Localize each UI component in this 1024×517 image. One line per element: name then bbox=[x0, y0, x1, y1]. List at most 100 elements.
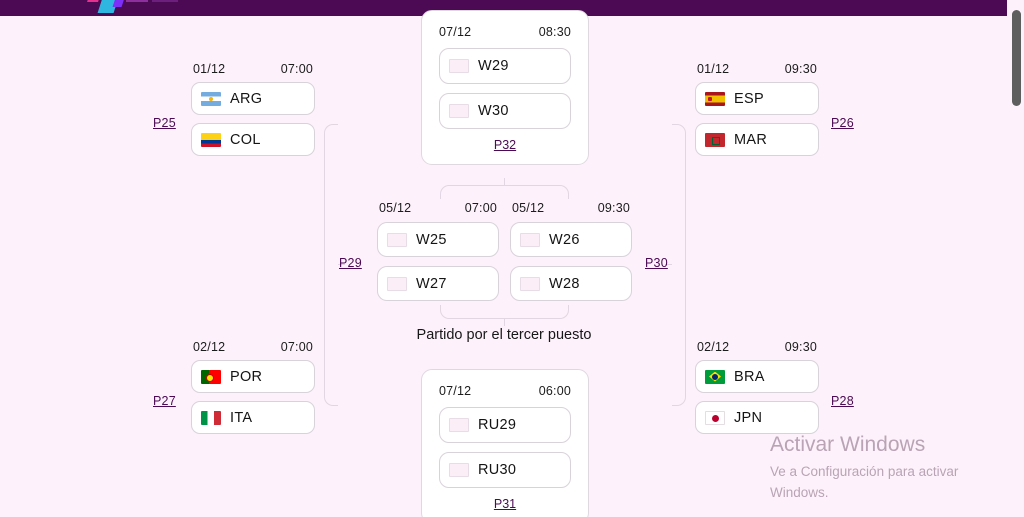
team-code: W27 bbox=[416, 275, 447, 292]
connector-thirdplace-stub bbox=[504, 318, 506, 326]
match-date: 05/12 bbox=[379, 201, 412, 215]
team-code: ESP bbox=[734, 90, 764, 107]
match-time: 09:30 bbox=[784, 340, 817, 354]
team-code: BRA bbox=[734, 368, 765, 385]
match-time: 07:00 bbox=[280, 340, 313, 354]
match-date: 05/12 bbox=[512, 201, 545, 215]
flag-brazil-icon bbox=[705, 369, 725, 384]
match-link-p30[interactable]: P30 bbox=[645, 256, 668, 270]
team-row[interactable]: COL bbox=[191, 123, 315, 156]
match-link-p29[interactable]: P29 bbox=[339, 256, 362, 270]
team-code: W25 bbox=[416, 231, 447, 248]
team-row[interactable]: RU30 bbox=[439, 452, 571, 488]
team-code: ARG bbox=[230, 90, 263, 107]
team-row[interactable]: W30 bbox=[439, 93, 571, 129]
match-time: 07:00 bbox=[280, 62, 313, 76]
third-place-title: Partido por el tercer puesto bbox=[416, 327, 592, 343]
team-row[interactable]: W26 bbox=[510, 222, 632, 257]
match-date: 02/12 bbox=[193, 340, 226, 354]
match-link-p32[interactable]: P32 bbox=[493, 138, 517, 152]
team-code: MAR bbox=[734, 131, 768, 148]
team-code: W28 bbox=[549, 275, 580, 292]
windows-watermark-title: Activar Windows bbox=[770, 433, 926, 456]
match-date: 01/12 bbox=[697, 62, 730, 76]
match-time: 09:30 bbox=[784, 62, 817, 76]
match-meta: 02/12 07:00 bbox=[191, 340, 315, 354]
flag-japan-icon bbox=[705, 410, 725, 425]
connector-left-stub bbox=[338, 264, 345, 266]
match-time: 08:30 bbox=[538, 25, 571, 39]
connector-right-bracket bbox=[672, 124, 686, 406]
flag-italy-icon bbox=[201, 410, 221, 425]
match-card-third-place[interactable]: 07/12 06:00 RU29 RU30 P31 bbox=[421, 369, 589, 517]
match-time: 06:00 bbox=[538, 384, 571, 398]
team-row[interactable]: JPN bbox=[695, 401, 819, 434]
team-row[interactable]: W27 bbox=[377, 266, 499, 301]
match-card-qf-right-bottom[interactable]: 02/12 09:30 BRA JPN bbox=[695, 340, 819, 434]
team-code: RU30 bbox=[478, 462, 517, 478]
team-row[interactable]: BRA bbox=[695, 360, 819, 393]
match-card-qf-left-top[interactable]: 01/12 07:00 ARG COL bbox=[191, 62, 315, 156]
match-link-p31[interactable]: P31 bbox=[493, 497, 517, 511]
connector-final-stub bbox=[504, 178, 506, 186]
match-link-p26[interactable]: P26 bbox=[831, 116, 854, 130]
flag-placeholder-icon bbox=[387, 276, 407, 291]
match-card-qf-left-bottom[interactable]: 02/12 07:00 POR ITA bbox=[191, 340, 315, 434]
team-row[interactable]: W29 bbox=[439, 48, 571, 84]
flag-portugal-icon bbox=[201, 369, 221, 384]
connector-semifinals-to-thirdplace bbox=[440, 305, 569, 319]
flag-spain-icon bbox=[705, 91, 725, 106]
match-date: 07/12 bbox=[439, 384, 472, 398]
flag-morocco-icon bbox=[705, 132, 725, 147]
team-code: COL bbox=[230, 131, 261, 148]
match-meta: 05/12 09:30 bbox=[510, 201, 632, 215]
flag-placeholder-icon bbox=[520, 232, 540, 247]
match-link-p28[interactable]: P28 bbox=[831, 394, 854, 408]
match-date: 01/12 bbox=[193, 62, 226, 76]
match-meta: 07/12 06:00 bbox=[439, 384, 571, 398]
match-meta: 05/12 07:00 bbox=[377, 201, 499, 215]
team-row[interactable]: POR bbox=[191, 360, 315, 393]
match-date: 02/12 bbox=[697, 340, 730, 354]
team-row[interactable]: MAR bbox=[695, 123, 819, 156]
team-row[interactable]: ITA bbox=[191, 401, 315, 434]
team-row[interactable]: ESP bbox=[695, 82, 819, 115]
team-code: W30 bbox=[478, 103, 509, 119]
team-code: W29 bbox=[478, 58, 509, 74]
connector-left-bracket bbox=[324, 124, 338, 406]
match-link-p27[interactable]: P27 bbox=[153, 394, 176, 408]
match-time: 09:30 bbox=[597, 201, 630, 215]
team-row[interactable]: W28 bbox=[510, 266, 632, 301]
match-card-sf-right[interactable]: 05/12 09:30 W26 W28 bbox=[510, 201, 632, 310]
match-link-p25[interactable]: P25 bbox=[153, 116, 176, 130]
page-scrollbar[interactable] bbox=[1007, 0, 1024, 517]
flag-colombia-icon bbox=[201, 132, 221, 147]
match-card-sf-left[interactable]: 05/12 07:00 W25 W27 bbox=[377, 201, 499, 310]
match-meta: 01/12 09:30 bbox=[695, 62, 819, 76]
team-code: ITA bbox=[230, 409, 253, 426]
flag-placeholder-icon bbox=[520, 276, 540, 291]
logo-shape-purple bbox=[112, 0, 125, 7]
team-code: POR bbox=[230, 368, 263, 385]
team-row[interactable]: W25 bbox=[377, 222, 499, 257]
match-card-qf-right-top[interactable]: 01/12 09:30 ESP MAR bbox=[695, 62, 819, 156]
match-meta: 01/12 07:00 bbox=[191, 62, 315, 76]
team-code: JPN bbox=[734, 409, 763, 426]
connector-semifinals-to-final bbox=[440, 185, 569, 199]
connector-right-stub bbox=[665, 264, 672, 266]
match-card-final[interactable]: 07/12 08:30 W29 W30 P32 bbox=[421, 10, 589, 165]
match-time: 07:00 bbox=[464, 201, 497, 215]
scrollbar-thumb[interactable] bbox=[1012, 10, 1021, 106]
flag-placeholder-icon bbox=[449, 463, 469, 477]
team-code: RU29 bbox=[478, 417, 517, 433]
logo-wordmark-part2 bbox=[152, 0, 178, 2]
flag-placeholder-icon bbox=[387, 232, 407, 247]
top-header-bar bbox=[0, 0, 1007, 16]
site-logo-icon[interactable] bbox=[72, 0, 182, 14]
team-row[interactable]: ARG bbox=[191, 82, 315, 115]
match-meta: 07/12 08:30 bbox=[439, 25, 571, 39]
flag-argentina-icon bbox=[201, 91, 221, 106]
logo-wordmark-part1 bbox=[126, 0, 148, 2]
team-row[interactable]: RU29 bbox=[439, 407, 571, 443]
flag-placeholder-icon bbox=[449, 418, 469, 432]
